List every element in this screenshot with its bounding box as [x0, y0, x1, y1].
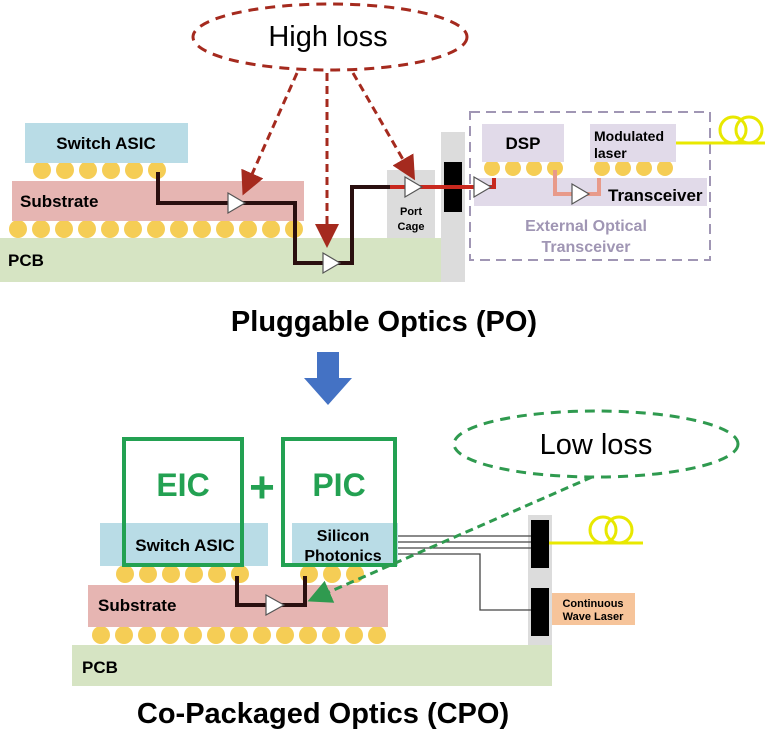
cw-laser-label-2: Wave Laser — [563, 611, 624, 623]
po-port-cage-label-1: Port — [400, 206, 422, 218]
po-external-label-1: External Optical — [525, 218, 647, 235]
po-transceiver-label: Transceiver — [608, 186, 703, 205]
cpo-faceplate-connector-upper — [531, 520, 549, 568]
cpo-upper-bumps — [116, 565, 364, 583]
cpo-waveguides — [398, 535, 531, 611]
po-upper-bumps — [33, 161, 166, 179]
po-trace-cage — [390, 178, 496, 189]
cpo-pcb — [72, 645, 552, 686]
pic-frame — [281, 437, 397, 567]
po-switch-asic-label: Switch ASIC — [56, 134, 156, 153]
po-pcb-label: PCB — [8, 251, 44, 270]
cw-laser — [552, 593, 635, 625]
cpo-caption: Co-Packaged Optics (CPO) — [137, 698, 509, 730]
cpo-switch-asic-label: Switch ASIC — [135, 536, 235, 555]
pic-label: PIC — [312, 467, 365, 503]
eic-frame — [122, 437, 244, 567]
po-fiber — [676, 115, 765, 145]
retimer-icon — [265, 593, 286, 617]
retimer-icon — [473, 175, 493, 199]
cpo-pcb-label: PCB — [82, 658, 118, 677]
cpo-lower-bumps — [92, 626, 386, 644]
cpo-fiber — [549, 515, 643, 545]
po-transceiver-bumps — [484, 160, 673, 176]
low-loss-label: Low loss — [540, 429, 653, 461]
cpo-substrate-label: Substrate — [98, 596, 176, 615]
eic-label: EIC — [156, 467, 209, 503]
cpo-silicon-label-2: Photonics — [304, 548, 381, 565]
po-modulated-laser — [590, 124, 676, 162]
high-loss-label: High loss — [268, 21, 387, 53]
high-loss-callout — [191, 2, 469, 72]
po-switch-asic — [25, 123, 188, 163]
low-loss-arrow — [307, 475, 593, 603]
po-modulated-laser-label-1: Modulated — [594, 128, 664, 144]
po-caption: Pluggable Optics (PO) — [231, 306, 537, 338]
po-external-label-2: Transceiver — [542, 239, 631, 256]
po-port-cage-label-2: Cage — [398, 221, 425, 233]
retimer-icon — [404, 175, 424, 199]
retimer-icon — [322, 251, 342, 275]
retimer-icon — [227, 191, 247, 215]
po-modulated-laser-label-2: laser — [594, 145, 627, 161]
down-arrow-icon — [304, 352, 352, 405]
po-dsp-label: DSP — [506, 134, 541, 153]
cpo-silicon-photonics — [292, 523, 398, 566]
po-pcb — [0, 238, 465, 282]
po-substrate-label: Substrate — [20, 192, 98, 211]
cpo-silicon-label-1: Silicon — [317, 528, 369, 545]
po-lower-bumps — [9, 220, 303, 238]
cw-laser-label-1: Continuous — [562, 598, 623, 610]
high-loss-arrows — [241, 72, 416, 248]
po-dsp — [482, 124, 564, 162]
po-retimer-icons — [227, 175, 591, 275]
retimer-icon — [571, 182, 591, 206]
po-trace-asic — [156, 172, 390, 265]
low-loss-callout — [452, 409, 740, 479]
cpo-faceplate-connector-lower — [531, 588, 549, 636]
po-external-transceiver-box — [469, 111, 711, 261]
plus-icon: + — [249, 463, 275, 512]
